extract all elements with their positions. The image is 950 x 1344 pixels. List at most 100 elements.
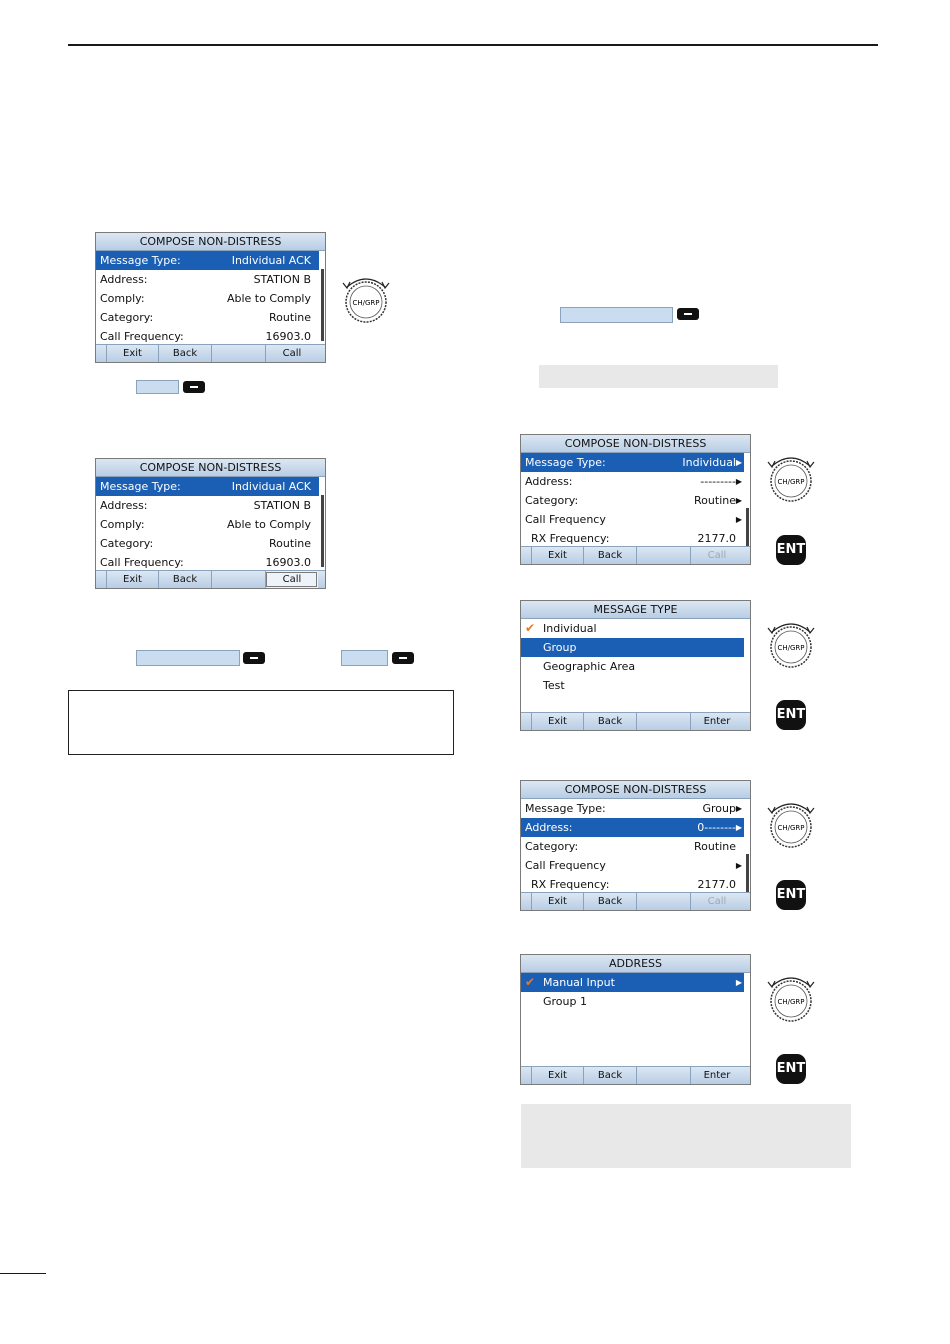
bottom-rule: [0, 1273, 46, 1274]
softkey-exit[interactable]: Exit: [106, 345, 158, 362]
scrollbar[interactable]: [746, 854, 749, 892]
row-message-type[interactable]: Message Type:Group▶: [521, 799, 744, 818]
row-rx-frequency[interactable]: RX Frequency:2177.0: [531, 532, 736, 545]
ch-grp-dial-icon[interactable]: CH/GRP: [766, 452, 816, 504]
softkey-bar: Exit Back Call: [96, 344, 325, 362]
softkey-exit[interactable]: Exit: [531, 547, 583, 564]
softkey-back[interactable]: Back: [583, 713, 636, 730]
ch-grp-dial-icon[interactable]: CH/GRP: [766, 798, 816, 850]
knob-label: CH/GRP: [352, 299, 379, 307]
minus-key-icon[interactable]: [392, 652, 414, 664]
ent-key-icon[interactable]: ENT: [776, 535, 806, 565]
menu-item-individual[interactable]: ✔Individual: [521, 619, 744, 638]
scrollbar[interactable]: [321, 495, 324, 567]
softkey-spacer: [521, 547, 531, 564]
ch-grp-dial-icon[interactable]: CH/GRP: [341, 273, 391, 325]
softkey-bar: Exit Back Call: [521, 892, 750, 910]
softkey-spacer: [521, 893, 531, 910]
softkey-back[interactable]: Back: [583, 893, 636, 910]
softkey-back[interactable]: Back: [158, 571, 211, 588]
screen-compose-4: COMPOSE NON-DISTRESS Message Type:Group▶…: [520, 780, 751, 911]
minus-key-icon[interactable]: [243, 652, 265, 664]
menu-item-group[interactable]: Group: [521, 638, 744, 657]
right-arrow-icon: ▶: [735, 458, 742, 467]
softkey-empty[interactable]: [636, 893, 690, 910]
row-address[interactable]: Address:---------▶: [521, 472, 744, 491]
ch-grp-dial-icon[interactable]: CH/GRP: [766, 972, 816, 1024]
row-message-type[interactable]: Message Type:Individual ACK: [96, 477, 319, 496]
softkey-exit[interactable]: Exit: [531, 713, 583, 730]
softkey-call[interactable]: Call: [265, 345, 318, 362]
menu-item-geographic-area[interactable]: Geographic Area: [543, 660, 636, 673]
softkey-call[interactable]: Call: [690, 893, 743, 910]
softkey-spacer: [96, 345, 106, 362]
screen-title: COMPOSE NON-DISTRESS: [521, 435, 750, 453]
softkey-spacer: [521, 713, 531, 730]
ent-key-icon[interactable]: ENT: [776, 1054, 806, 1084]
row-call-frequency[interactable]: Call Frequency▶: [521, 856, 744, 875]
minus-key-icon[interactable]: [183, 381, 205, 393]
knob-label: CH/GRP: [777, 824, 804, 832]
scrollbar[interactable]: [746, 508, 749, 546]
softkey-call[interactable]: Call: [265, 571, 318, 588]
softkey-back[interactable]: Back: [583, 1067, 636, 1084]
screen-compose-2: COMPOSE NON-DISTRESS Message Type:Indivi…: [95, 458, 326, 589]
softkey-back[interactable]: Back: [583, 547, 636, 564]
info-bar: [539, 365, 778, 388]
row-comply[interactable]: Comply:Able to Comply: [100, 518, 311, 531]
softkey-empty[interactable]: [636, 1067, 690, 1084]
softkey-empty[interactable]: [636, 713, 690, 730]
softkey-empty[interactable]: [636, 547, 690, 564]
softkey-bar: Exit Back Call: [521, 546, 750, 564]
row-rx-frequency[interactable]: RX Frequency:2177.0: [531, 878, 736, 891]
top-rule: [68, 44, 878, 46]
right-arrow-icon: ▶: [735, 515, 742, 524]
softkey-enter[interactable]: Enter: [690, 1067, 743, 1084]
row-category[interactable]: Category:Routine: [525, 840, 736, 853]
ch-grp-dial-icon[interactable]: CH/GRP: [766, 618, 816, 670]
row-address[interactable]: Address:STATION B: [100, 273, 311, 286]
row-call-frequency[interactable]: Call Frequency:16903.0: [100, 330, 311, 343]
row-comply[interactable]: Comply:Able to Comply: [100, 292, 311, 305]
softkey-empty[interactable]: [211, 345, 265, 362]
screen-message-type: MESSAGE TYPE ✔Individual Group Geographi…: [520, 600, 751, 731]
ent-key-icon[interactable]: ENT: [776, 880, 806, 910]
ent-key-icon[interactable]: ENT: [776, 700, 806, 730]
screen-title: COMPOSE NON-DISTRESS: [96, 459, 325, 477]
softkey-exit[interactable]: Exit: [531, 1067, 583, 1084]
minus-key-icon[interactable]: [677, 308, 699, 320]
softkey-bar: Exit Back Enter: [521, 712, 750, 730]
softkey-exit[interactable]: Exit: [531, 893, 583, 910]
menu-item-manual-input[interactable]: ✔Manual Input▶: [521, 973, 744, 992]
row-address[interactable]: Address:STATION B: [100, 499, 311, 512]
softkey-enter[interactable]: Enter: [690, 713, 743, 730]
knob-label: CH/GRP: [777, 644, 804, 652]
softkey-hint-chip: [341, 650, 388, 666]
row-message-type[interactable]: Message Type:Individual ACK: [96, 251, 319, 270]
scrollbar[interactable]: [321, 269, 324, 341]
row-address[interactable]: Address:0--------▶: [521, 818, 744, 837]
menu-item-group-1[interactable]: Group 1: [543, 995, 587, 1008]
softkey-empty[interactable]: [211, 571, 265, 588]
row-category[interactable]: Category:Routine: [100, 311, 311, 324]
softkey-bar: Exit Back Enter: [521, 1066, 750, 1084]
row-call-frequency[interactable]: Call Frequency:16903.0: [100, 556, 311, 569]
right-arrow-icon: ▶: [735, 978, 742, 987]
checkmark-icon: ✔: [525, 975, 536, 989]
right-arrow-icon: ▶: [735, 823, 742, 832]
row-category[interactable]: Category:Routine: [100, 537, 311, 550]
softkey-hint-chip-wide: [136, 650, 240, 666]
softkey-back[interactable]: Back: [158, 345, 211, 362]
note-box: [68, 690, 454, 755]
screen-title: ADDRESS: [521, 955, 750, 973]
row-call-frequency[interactable]: Call Frequency▶: [521, 510, 744, 529]
softkey-exit[interactable]: Exit: [106, 571, 158, 588]
right-arrow-icon: ▶: [735, 477, 742, 486]
softkey-call[interactable]: Call: [690, 547, 743, 564]
info-box: [521, 1104, 851, 1168]
row-category[interactable]: Category:Routine▶: [521, 491, 744, 510]
menu-item-test[interactable]: Test: [543, 679, 565, 692]
right-arrow-icon: ▶: [735, 861, 742, 870]
row-message-type[interactable]: Message Type:Individual▶: [521, 453, 744, 472]
softkey-bar: Exit Back Call: [96, 570, 325, 588]
